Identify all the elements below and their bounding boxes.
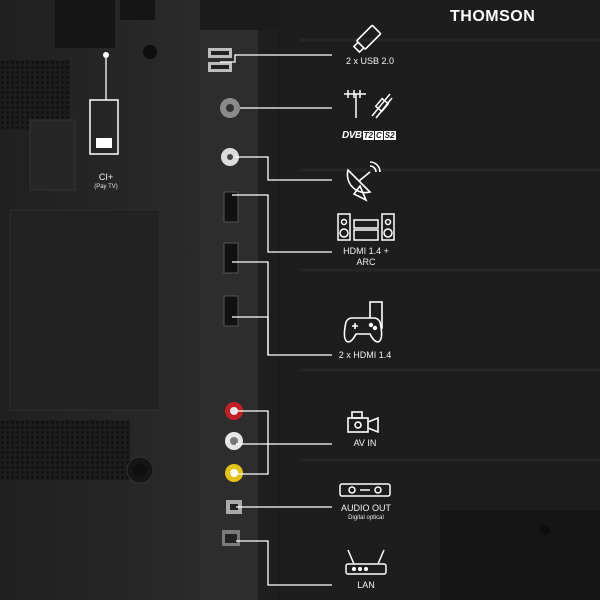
audio-out-label: AUDIO OUT: [340, 503, 391, 513]
connector-ports: [208, 48, 243, 546]
hdmi-arc-label: HDMI 1.4 +: [343, 246, 389, 256]
soundbar-icon: [339, 483, 391, 497]
dvb-t2: T2: [362, 130, 374, 140]
brand-logo: THOMSON: [450, 8, 536, 25]
hdmi-arc-label2: ARC: [356, 257, 376, 267]
lan-label: LAN: [357, 580, 375, 590]
dvb-s2: S2: [383, 130, 396, 140]
speaker-system-icon: [337, 213, 395, 241]
game-controller-icon: [343, 301, 383, 343]
ci-label: CI+: [98, 172, 114, 182]
hdmi-label: 2 x HDMI 1.4: [338, 350, 392, 360]
router-icon: [345, 549, 387, 575]
antenna-icon: [344, 90, 393, 119]
usb-drive-icon: [352, 24, 382, 54]
ci-card-icon: [89, 99, 119, 155]
av-in-label: AV IN: [353, 438, 377, 448]
dvb-text: DVB: [342, 129, 362, 141]
audio-out-sublabel: Digital optical: [348, 515, 384, 521]
satellite-dish-icon: [346, 161, 381, 202]
dvb-logo: DVB T2 C S2: [342, 129, 396, 141]
usb-label: 2 x USB 2.0: [345, 56, 395, 66]
dvb-c: C: [374, 130, 383, 140]
ci-sublabel: (Pay TV): [94, 184, 118, 190]
camcorder-icon: [347, 411, 379, 434]
